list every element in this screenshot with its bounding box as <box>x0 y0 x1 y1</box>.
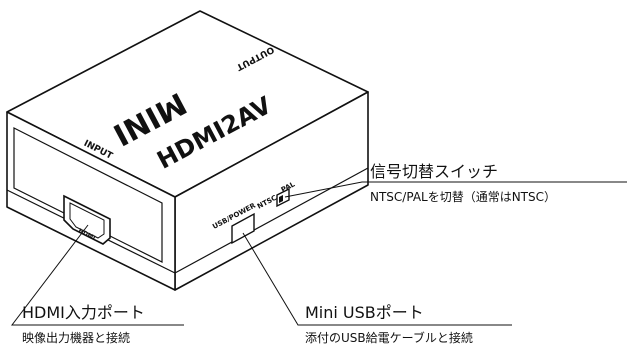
usb-callout-title: Mini USBポート <box>305 303 424 322</box>
hdmi-leader-line <box>10 224 184 326</box>
switch-leader-line <box>284 181 627 198</box>
hdmi-port-inner <box>69 202 105 239</box>
device-left-face <box>6 111 176 291</box>
front-panel-inset <box>13 127 163 263</box>
ntsc-pal-switch-knob <box>279 195 283 203</box>
usb-leader-line <box>242 232 512 326</box>
device-base-line-right <box>174 167 369 274</box>
hdmi-callout-desc: 映像出力機器と接続 <box>22 330 130 345</box>
switch-callout-desc: NTSC/PALを切替（通常はNTSC） <box>370 190 556 204</box>
usb-callout-desc: 添付のUSB給電ケーブルと接続 <box>305 330 473 345</box>
switch-callout-title: 信号切替スイッチ <box>370 162 498 181</box>
hdmi-port <box>63 194 111 245</box>
mini-usb-port <box>231 212 255 245</box>
hdmi-callout-title: HDMI入力ポート <box>22 303 145 322</box>
